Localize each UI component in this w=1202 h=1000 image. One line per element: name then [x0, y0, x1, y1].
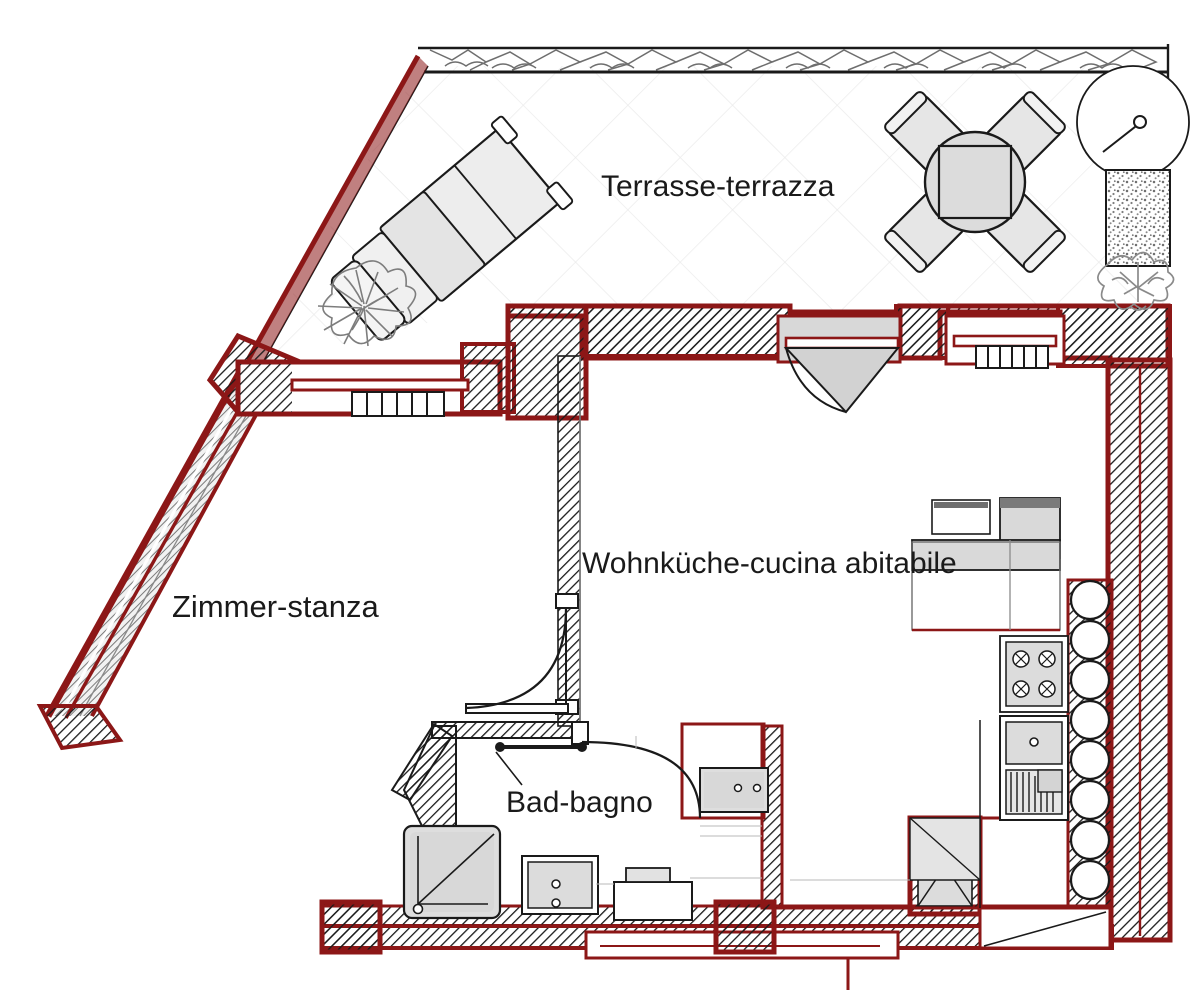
interior-door-with-swing[interactable]	[465, 593, 579, 715]
label-bathroom: Bad-bagno	[506, 786, 653, 819]
kitchen-counter-top	[911, 539, 1061, 632]
stone-parapet	[418, 44, 1170, 78]
planter-box	[1105, 169, 1171, 267]
shrub-right	[1097, 251, 1175, 311]
window-and-radiator-kitchen	[944, 314, 1066, 369]
toilet-wc	[613, 867, 693, 921]
washbasin	[521, 855, 599, 915]
kitchen-floor-lines	[782, 816, 1112, 950]
structural-pillar-center	[713, 899, 777, 955]
radiator-kitchen	[975, 345, 1049, 369]
kitchen-cabinet-upper	[931, 497, 1061, 559]
stone-column-wall	[1066, 578, 1114, 918]
radiator-zimmer	[351, 391, 445, 417]
exterior-wall-north-kitchen	[505, 303, 1172, 421]
kitchen-sink	[999, 715, 1069, 821]
cooktop-4-burner	[999, 635, 1069, 713]
shrub-left	[317, 260, 417, 347]
parasol	[1076, 65, 1190, 179]
exterior-wall-north-zimmer	[235, 342, 516, 417]
shower-tray	[402, 824, 502, 920]
balcony-door-with-swing[interactable]	[776, 314, 902, 414]
structural-pillar-left	[319, 899, 383, 955]
kitchen-counter-lower	[909, 720, 981, 908]
round-dining-table-set	[884, 91, 1066, 273]
wall-corner-block-sw	[36, 704, 124, 751]
shower-rail	[495, 742, 587, 786]
bidet	[699, 767, 769, 813]
sun-lounger	[330, 115, 574, 341]
label-room: Zimmer-stanza	[172, 589, 379, 624]
exterior-wall-east	[1105, 357, 1173, 943]
exterior-wall-west	[44, 366, 278, 719]
construction-lines	[596, 736, 910, 885]
label-kitchen: Wohnküche-cucina abitabile	[582, 547, 957, 580]
partition-wall-center	[557, 355, 581, 727]
label-terrace: Terrasse-terrazza	[601, 170, 835, 203]
terrace-diagonal-edge-wall	[245, 54, 429, 365]
